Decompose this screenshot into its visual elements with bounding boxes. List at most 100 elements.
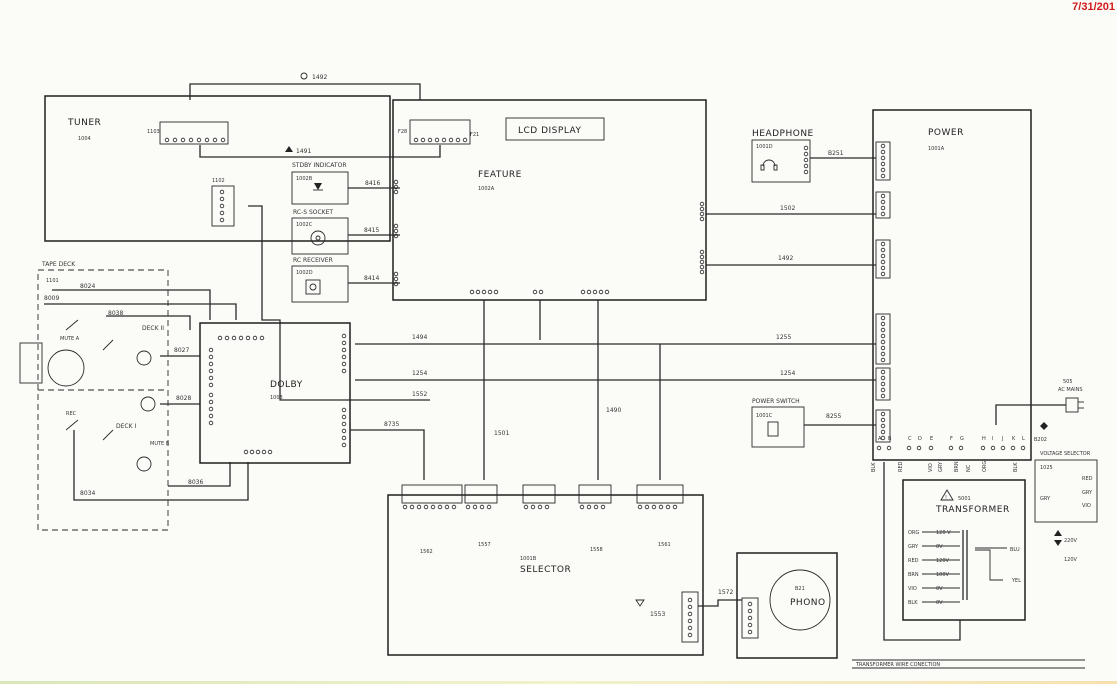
wire-1492b-label: 1492 — [778, 255, 793, 262]
mute-b-label: MUTE B — [150, 441, 170, 447]
feature-bottom-pin — [538, 289, 544, 295]
dolby-pin — [341, 354, 347, 360]
power-connector — [875, 409, 891, 443]
power-connector — [875, 191, 891, 219]
feature-ref: 1002A — [478, 186, 495, 192]
ir-receiver-icon — [305, 279, 321, 295]
selector-pin — [593, 504, 599, 510]
wire-color-label: NC — [966, 464, 972, 472]
selector-pin — [444, 504, 450, 510]
power-pin — [880, 199, 886, 205]
power-pin — [880, 167, 886, 173]
selector-pin — [451, 504, 457, 510]
phono-title: PHONO — [790, 598, 826, 608]
rc-receiver-label: RC RECEIVER — [293, 257, 333, 264]
headphone-ref: 1001D — [756, 144, 773, 150]
power-bottom-pin — [1010, 445, 1016, 451]
wire-color-label: BLK — [1013, 462, 1019, 472]
headphone-icon — [762, 159, 776, 167]
svg-text:!: ! — [945, 495, 947, 501]
power-pin — [880, 351, 886, 357]
tape-deck-block — [37, 269, 169, 531]
wire-8009-label: 8009 — [44, 295, 59, 302]
lcd-display-label: LCD DISPLAY — [518, 126, 582, 136]
feature-top-pin — [448, 137, 454, 143]
voltage-selector-wire-label: VIO — [1082, 503, 1091, 509]
power-bottom-pin — [906, 445, 912, 451]
power-pin-letter: C — [908, 436, 912, 442]
wire-b251-label: B251 — [828, 150, 844, 157]
wire-top-loop-label: 1492 — [312, 74, 327, 81]
feature-bottom-pin — [469, 289, 475, 295]
feature-bottom-pin — [487, 289, 493, 295]
socket-icon — [310, 230, 326, 246]
dolby-pin — [208, 347, 214, 353]
selector-pin — [637, 504, 643, 510]
tape-head-housing — [19, 342, 43, 384]
transformer-tap-voltage: 0V — [936, 600, 943, 606]
tape-head-icon — [47, 349, 85, 387]
dolby-pin — [341, 361, 347, 367]
wire-color-label: VIO — [928, 463, 934, 472]
phono-pin — [747, 629, 753, 635]
voltage-selector-wire-label: GRY — [1040, 496, 1051, 502]
power-bottom-pin — [916, 445, 922, 451]
power-pin — [880, 259, 886, 265]
phono-conn-pin — [687, 604, 693, 610]
dolby-pin — [341, 333, 347, 339]
feature-left-pin — [393, 179, 399, 185]
feature-bottom-pin — [604, 289, 610, 295]
power-pin — [880, 327, 886, 333]
selector-pin — [523, 504, 529, 510]
tuner-top-pin — [196, 137, 202, 143]
selector-pin — [416, 504, 422, 510]
phono-conn-pin — [687, 618, 693, 624]
feature-left-pin — [393, 189, 399, 195]
feature-top-pin — [462, 137, 468, 143]
feature-bottom-pin — [493, 289, 499, 295]
power-pin — [880, 149, 886, 155]
deck2-head2-icon — [140, 396, 156, 412]
feature-f28-label: F28 — [398, 129, 407, 135]
dolby-pin — [245, 335, 251, 341]
selector-pin — [530, 504, 536, 510]
feature-left-pin — [393, 276, 399, 282]
power-pin — [880, 393, 886, 399]
power-pin-letter: G — [960, 436, 964, 442]
power-pin-letter: L — [1022, 436, 1025, 442]
warning-icon — [940, 489, 954, 501]
selector-connector — [401, 484, 463, 504]
power-title: POWER — [928, 128, 964, 138]
wire-1255-label: 1255 — [776, 334, 791, 341]
feature-right-pin — [699, 254, 705, 260]
power-pin — [880, 315, 886, 321]
wire-color-label: RED — [898, 461, 904, 472]
dolby-pin — [341, 407, 347, 413]
power-pin-letter: A — [878, 436, 882, 442]
page-bottom-strip — [0, 681, 1117, 684]
feature-bottom-pin — [532, 289, 538, 295]
rc-socket-box — [291, 217, 349, 255]
selector-pin — [437, 504, 443, 510]
feature-right-pin — [699, 269, 705, 275]
tape-deck-ref: 1101 — [46, 278, 59, 284]
power-pin — [880, 333, 886, 339]
phono-pin — [747, 615, 753, 621]
tuner-top-pin — [204, 137, 210, 143]
dolby-pin — [341, 340, 347, 346]
feature-block — [392, 99, 707, 301]
dolby-pin — [259, 335, 265, 341]
transformer-tap-label: GRY — [908, 544, 919, 550]
selector-ref: 1001B — [520, 556, 537, 562]
wire-color-label: BLK — [871, 462, 877, 472]
tuner-block — [44, 95, 391, 242]
transformer-out-blu: BLU — [1010, 547, 1020, 553]
feature-top-pin — [441, 137, 447, 143]
power-bottom-pin — [1000, 445, 1006, 451]
wire-8024-label: 8024 — [80, 283, 95, 290]
selector-pin — [644, 504, 650, 510]
tuner-top-connector — [159, 121, 229, 145]
selector-group-3: 1558 — [590, 547, 603, 553]
feature-top-pin — [420, 137, 426, 143]
ac-mains-label: AC MAINS — [1058, 387, 1083, 393]
